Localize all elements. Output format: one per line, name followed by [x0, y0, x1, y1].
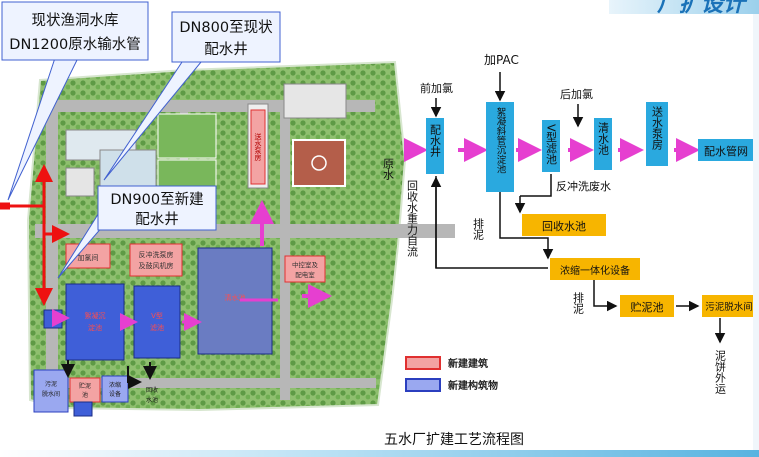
figure-caption: 五水厂扩建工艺流程图 — [384, 432, 524, 448]
drain-mud-label-2: 排泥 — [572, 291, 585, 315]
pre-chlor-label: 前加氯 — [420, 81, 453, 95]
gravity-return-label: 回收水重力自流 — [406, 180, 419, 257]
legend-swatch-new-building — [405, 356, 441, 370]
site-plan: 送水泵房 加氯间 反冲洗泵房 及鼓风机房 中控室及 配电室 絮凝沉 淀池 V型 … — [0, 60, 455, 417]
legend-swatch-new-structure — [405, 378, 441, 392]
callout-dn900-line2: 配水井 — [135, 211, 179, 228]
backwash-label-2: 及鼓风机房 — [139, 261, 174, 270]
node-dewatering — [702, 295, 756, 317]
node-settling-tank-text: 絮凝斜管沉淀池 — [495, 106, 507, 173]
node-clear-water-text: 清水池 — [597, 122, 610, 155]
callout-dn800-line2: 配水井 — [204, 41, 248, 58]
settling-tank-structure — [65, 283, 125, 361]
pump-house-building — [250, 109, 266, 185]
node-thickener-text: 浓缩一体化设备 — [560, 264, 630, 277]
callout-dn800: DN800至现状 配水井 — [103, 11, 281, 181]
callout-dn800-box — [171, 11, 281, 63]
backwash-waste-label: 反冲洗废水 — [556, 179, 611, 193]
node-network-text: 配水管网 — [704, 144, 748, 158]
existing-office — [283, 83, 347, 119]
cake-out-label: 泥饼外运 — [714, 350, 727, 394]
slide-title: 厂扩设计 — [656, 0, 745, 17]
callout-reservoir-box — [1, 1, 149, 61]
node-v-filter — [542, 120, 560, 172]
legend-label-new-structure: 新建构筑物 — [448, 379, 498, 392]
line-settle-drain — [499, 192, 554, 260]
backwash-building — [129, 243, 183, 277]
node-clear-water — [594, 118, 612, 170]
v-filter-label-1: V型 — [151, 311, 163, 320]
drain-mud-label-1: 排泥 — [472, 217, 485, 241]
callout-dn900: DN900至新建 配水井 — [57, 185, 217, 279]
dosing-label: 加氯间 — [78, 253, 99, 262]
callout-reservoir-line2: DN1200原水输水管 — [9, 36, 140, 53]
callout-dn900-box — [97, 185, 217, 231]
callout-reservoir: 现状渔洞水库 DN1200原水输水管 — [1, 1, 149, 201]
legend: 新建建筑 新建构筑物 — [405, 356, 498, 392]
node-network — [698, 139, 754, 161]
node-distribution-well — [426, 118, 444, 174]
node-distribution-well-text: 配水井 — [429, 124, 442, 158]
process-flow: 原水 前加氯 加PAC 后加氯 配水井 絮凝斜管沉淀池 V型滤池 清水池 送水泵… — [382, 53, 756, 394]
plan-sludge-arrow-1 — [127, 366, 142, 389]
node-recovery-pool-text: 回收水池 — [542, 219, 586, 233]
v-filter-structure — [133, 285, 181, 359]
right-edge-band — [753, 14, 759, 450]
raw-water-label: 原水 — [382, 158, 395, 180]
callout-reservoir-line1: 现状渔洞水库 — [32, 12, 119, 29]
road-east — [280, 100, 290, 400]
post-chlor-label: 后加氯 — [560, 87, 593, 101]
existing-block-2 — [99, 149, 157, 187]
dewater-label-2: 脱水间 — [42, 390, 60, 398]
power-building — [284, 255, 326, 283]
road-south — [46, 378, 376, 388]
sludge-pool-label-2: 池 — [82, 391, 88, 399]
sludge-pool-label-1: 贮泥 — [79, 382, 91, 390]
court-center — [311, 155, 327, 171]
node-dewatering-text: 污泥脱水间 — [705, 301, 753, 313]
node-pump-house-text: 送水泵房 — [651, 105, 664, 151]
slide-footer-band — [0, 450, 759, 457]
line-thick-to-sludge — [593, 280, 618, 312]
power-label-1: 中控室及 — [292, 260, 319, 269]
thick-label-1: 浓缩 — [109, 381, 121, 389]
pump-house-label: 送水泵房 — [254, 132, 262, 162]
callout-dn900-line1: DN900至新建 — [110, 191, 203, 208]
callout-dn800-line1: DN800至现状 — [179, 19, 273, 36]
node-sludge-pool — [620, 295, 674, 317]
slide-header: 厂扩设计 — [609, 0, 759, 17]
existing-block-3 — [65, 167, 95, 197]
node-v-filter-text: V型滤池 — [545, 124, 558, 165]
recovery-pool-plan-label-1: 回收 — [146, 386, 158, 394]
dewater-label-1: 污泥 — [45, 380, 57, 388]
thickener-structure — [69, 377, 101, 403]
recovery-pool-plan-label-2: 水池 — [146, 396, 158, 404]
lawn-field — [157, 113, 217, 159]
node-settling-tank — [486, 102, 514, 192]
backwash-label-1: 反冲洗泵房 — [139, 250, 174, 259]
node-thickener — [550, 258, 640, 280]
line-backwash — [520, 174, 552, 197]
node-sludge-pool-text: 贮泥池 — [631, 301, 664, 314]
power-label-2: 配电室 — [295, 270, 315, 279]
basketball-court — [292, 139, 346, 187]
road-west — [46, 100, 58, 400]
node-pump-house — [646, 102, 668, 166]
node-recovery-pool — [522, 214, 606, 236]
settling-tank-label-2: 淀池 — [88, 323, 102, 332]
legend-label-new-building: 新建建筑 — [448, 357, 488, 370]
thick-device-structure — [101, 375, 129, 403]
recovery-small-structure — [73, 401, 93, 417]
thick-label-2: 设备 — [109, 390, 121, 398]
pac-label: 加PAC — [484, 53, 519, 67]
settling-tank-label-1: 絮凝沉 — [85, 311, 106, 320]
v-filter-label-2: 滤池 — [150, 323, 164, 332]
clear-pool-label: 清水池 — [225, 293, 246, 302]
